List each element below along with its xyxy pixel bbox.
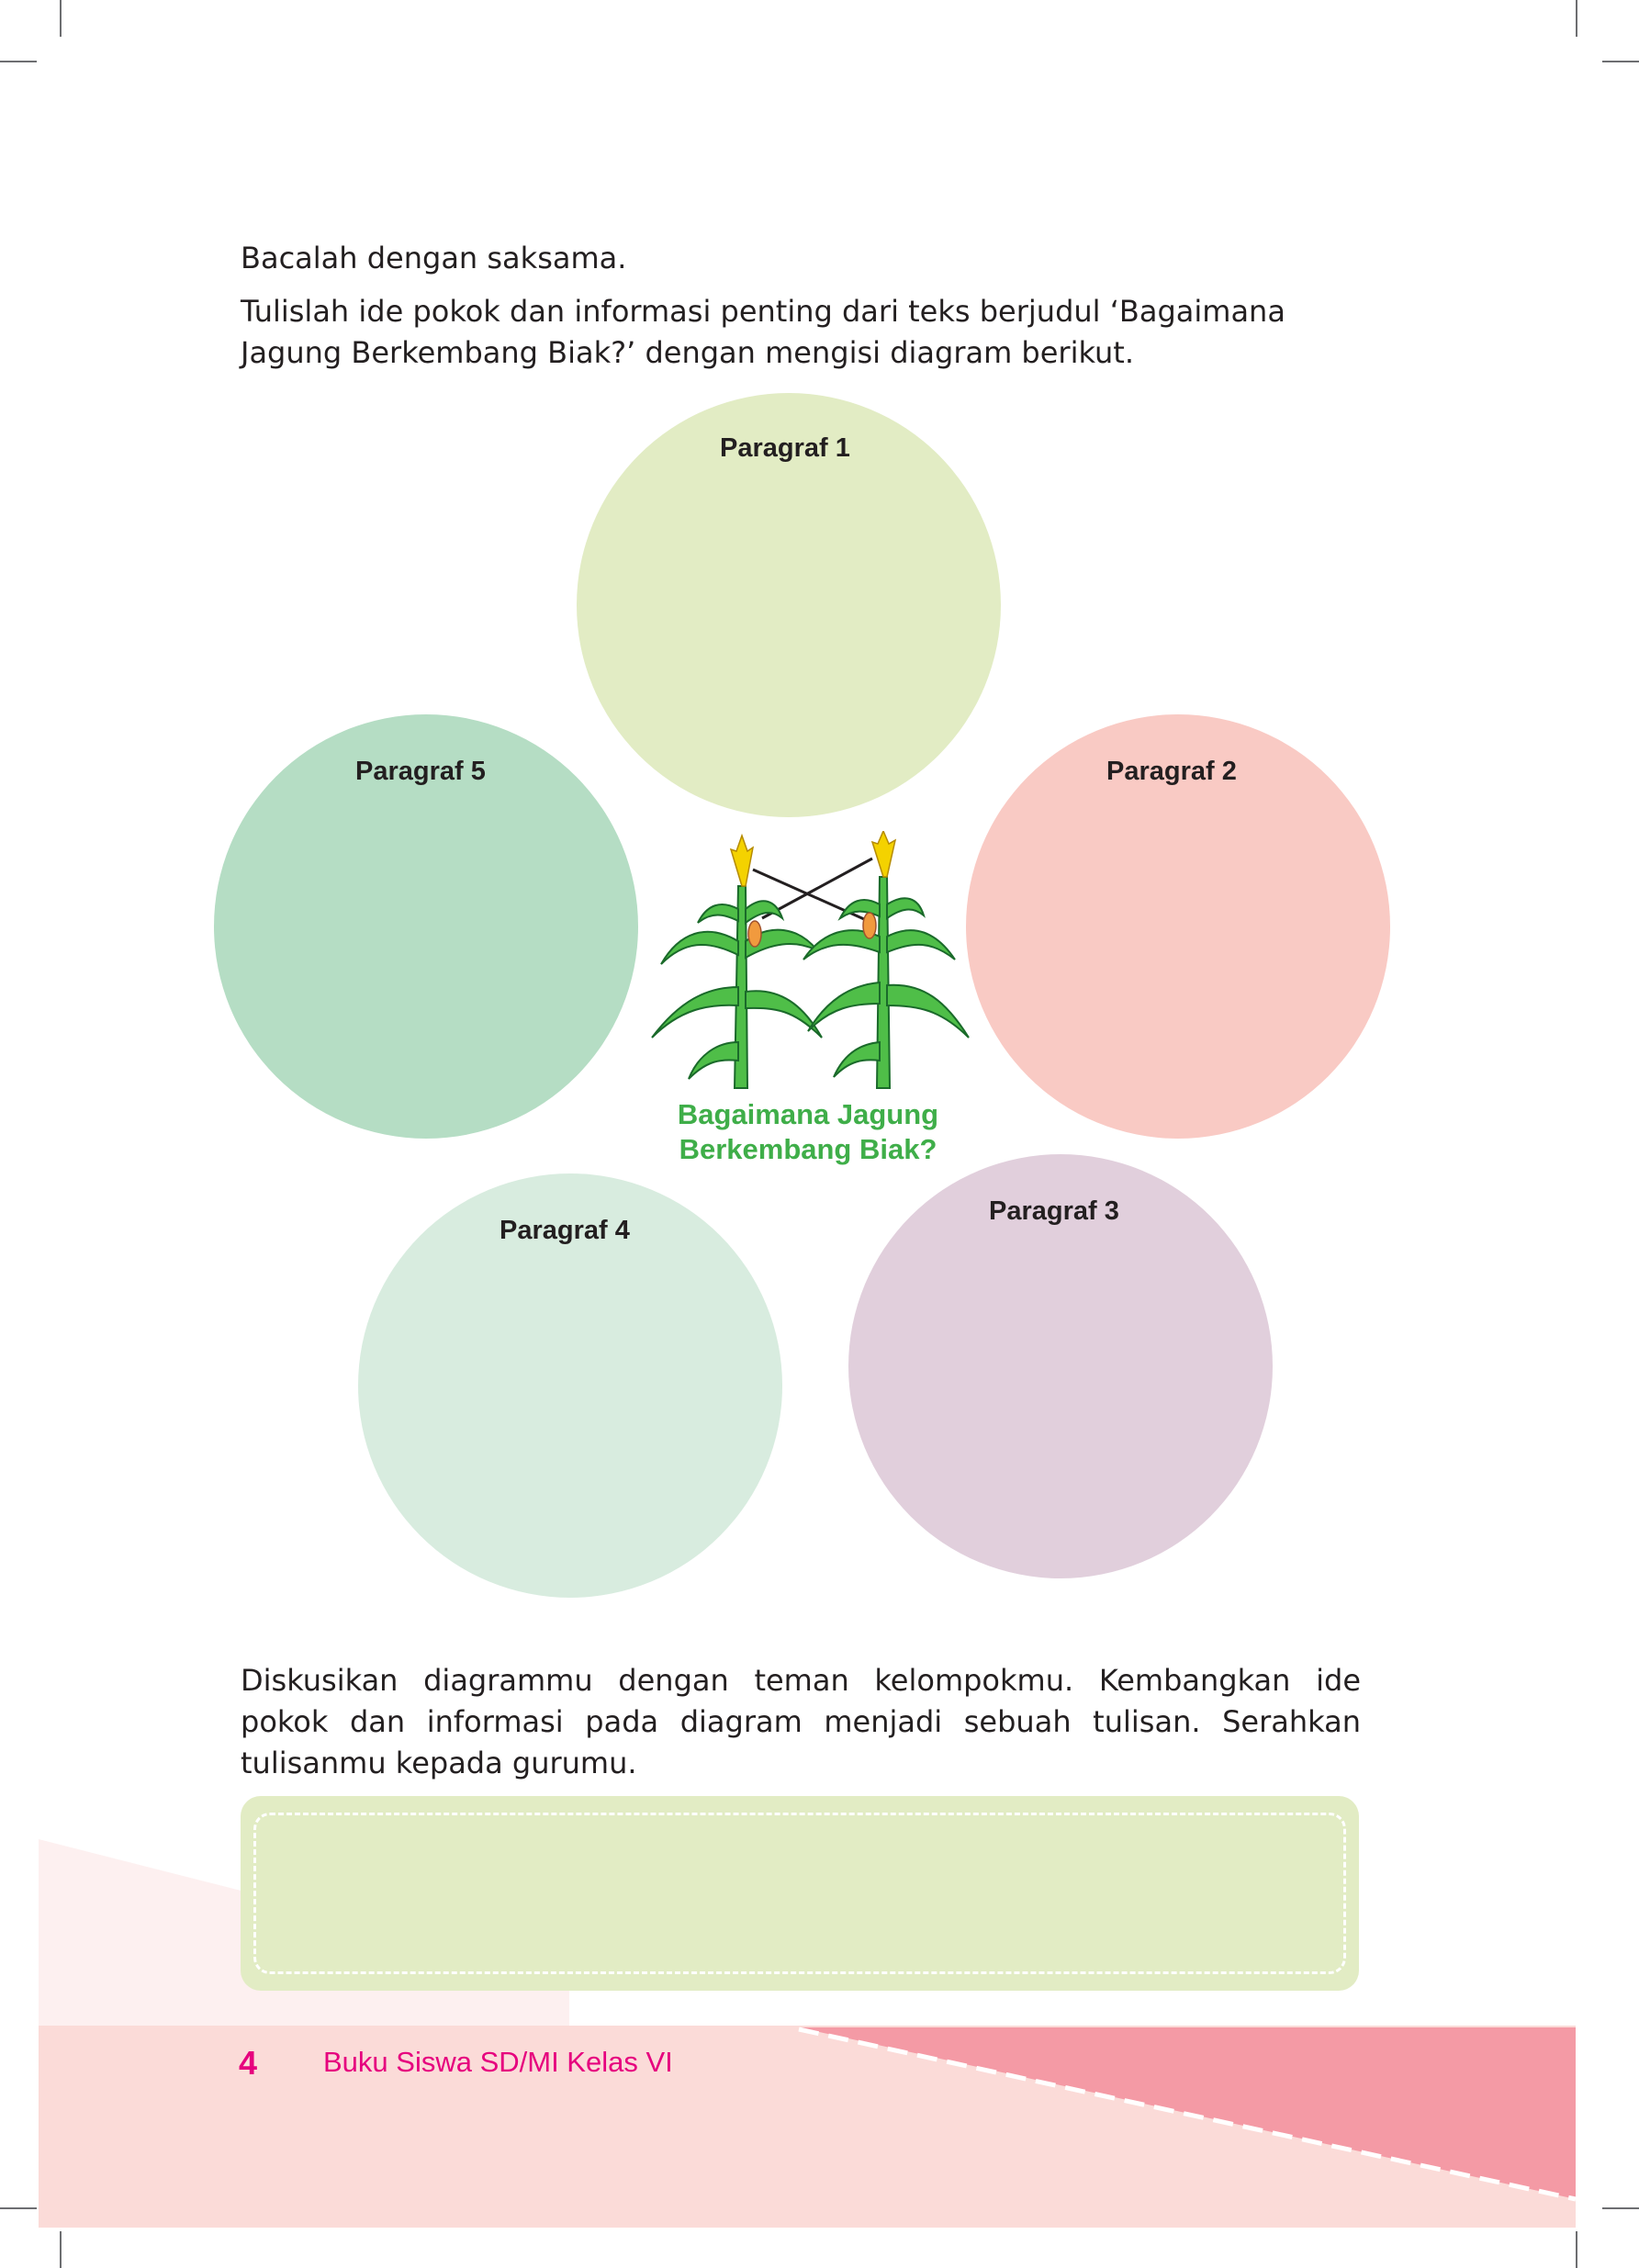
diagram-center-title: Bagaimana Jagung Berkembang Biak? (624, 1097, 992, 1167)
corn-plants-illustration (651, 831, 970, 1089)
circle-paragraf-2[interactable] (966, 714, 1390, 1139)
crop-mark (1602, 2207, 1639, 2209)
circle-paragraf-3[interactable] (848, 1154, 1273, 1578)
label-paragraf-3: Paragraf 3 (989, 1196, 1119, 1226)
page-number: 4 (239, 2044, 258, 2082)
circle-paragraf-4[interactable] (358, 1173, 782, 1598)
instruction-write: Tulislah ide pokok dan informasi penting… (241, 294, 1285, 370)
crop-mark (1602, 61, 1639, 62)
crop-mark (1576, 0, 1577, 37)
crop-mark (0, 2207, 37, 2209)
circle-paragraf-5[interactable] (214, 714, 638, 1139)
discussion-text: Diskusikan diagrammu dengan teman kelomp… (241, 1663, 1361, 1780)
label-paragraf-4: Paragraf 4 (500, 1216, 630, 1245)
writing-box[interactable] (241, 1796, 1359, 1991)
crop-mark (0, 61, 37, 62)
label-paragraf-5: Paragraf 5 (355, 757, 486, 786)
center-title-line1: Bagaimana Jagung (677, 1098, 939, 1130)
crop-mark (60, 0, 62, 37)
crop-mark (1576, 2231, 1577, 2268)
label-paragraf-1: Paragraf 1 (720, 433, 850, 463)
circle-paragraf-1[interactable] (577, 393, 1001, 817)
book-title: Buku Siswa SD/MI Kelas VI (323, 2046, 673, 2078)
center-title-line2: Berkembang Biak? (679, 1133, 937, 1165)
instruction-read: Bacalah dengan saksama. (241, 241, 627, 275)
label-paragraf-2: Paragraf 2 (1106, 757, 1237, 786)
writing-box-dashed-border (253, 1813, 1346, 1974)
crop-mark (60, 2231, 62, 2268)
